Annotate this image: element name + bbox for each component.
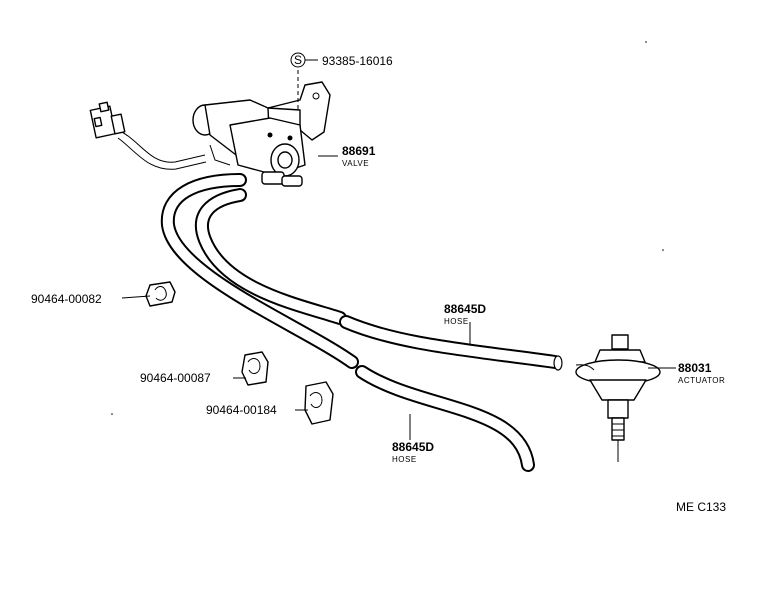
clip1-part-number: 90464-00082 — [31, 292, 102, 306]
bolt-callout: S 93385-16016 — [290, 52, 393, 68]
wire-harness — [117, 129, 207, 170]
hose1-label: HOSE — [444, 317, 469, 326]
hose1-part-number: 88645D — [444, 302, 486, 316]
valve-label: VALVE — [342, 159, 369, 168]
bolt-symbol: S — [294, 53, 302, 67]
clip3-part-number: 90464-00184 — [206, 403, 277, 417]
diagram-code: ME C133 — [676, 500, 726, 514]
leader-lines — [121, 59, 676, 440]
hose-clip-1 — [145, 281, 176, 307]
electrical-connector — [89, 101, 126, 139]
actuator-part-number: 88031 — [678, 361, 712, 375]
hose-lower — [160, 173, 535, 472]
hose2-label: HOSE — [392, 455, 417, 464]
print-speck — [111, 413, 113, 415]
clip2-part-number: 90464-00087 — [140, 371, 211, 385]
vacuum-switching-valve — [192, 81, 331, 187]
hose-clip-3 — [304, 381, 334, 425]
vacuum-actuator — [575, 334, 661, 462]
hose2-part-number: 88645D — [392, 440, 434, 454]
hose-clip-2 — [241, 351, 269, 386]
valve-part-number: 88691 — [342, 144, 376, 158]
print-speck — [645, 41, 647, 43]
bolt-part-number: 93385-16016 — [322, 54, 393, 68]
print-speck — [662, 249, 664, 251]
hose-upper — [194, 188, 563, 371]
actuator-label: ACTUATOR — [678, 376, 725, 385]
